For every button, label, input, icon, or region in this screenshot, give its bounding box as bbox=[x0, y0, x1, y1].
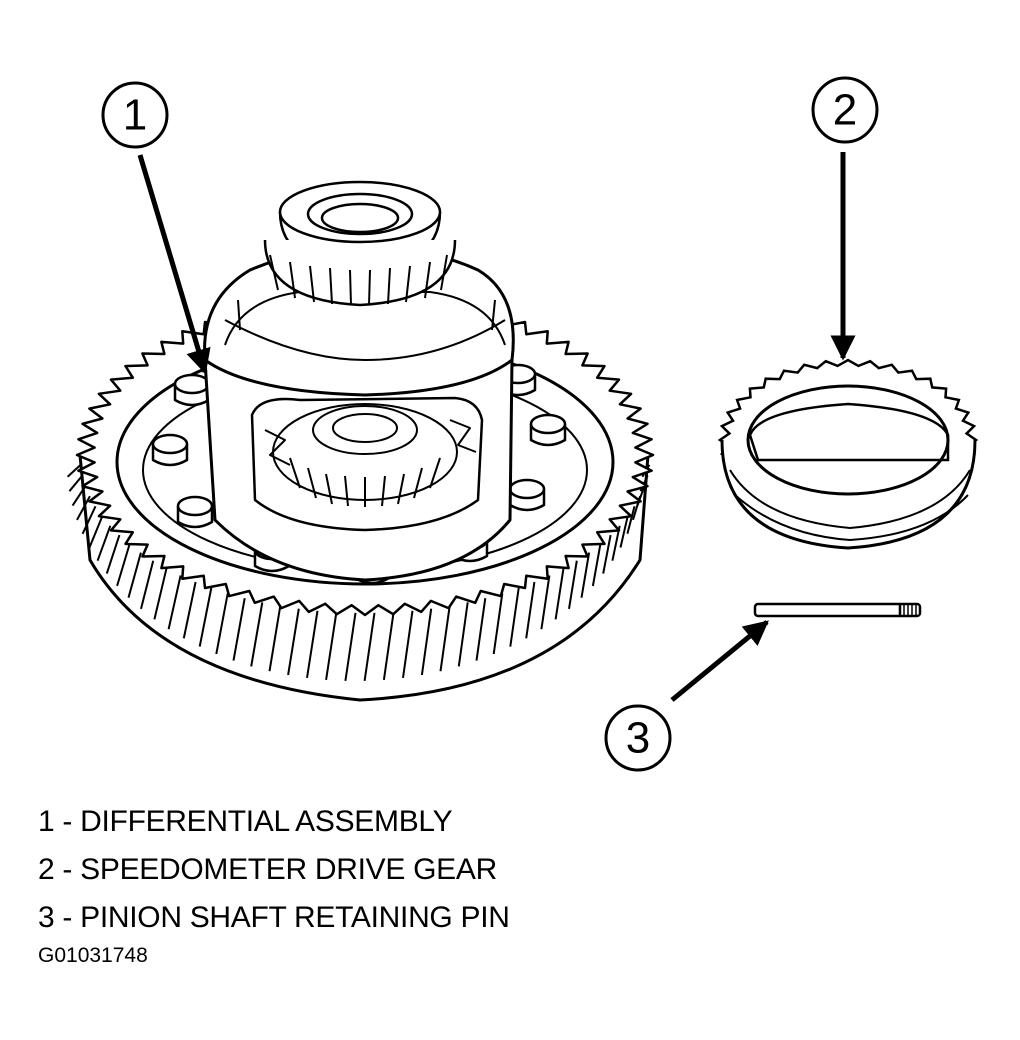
legend-item-2: 2 - SPEEDOMETER DRIVE GEAR bbox=[38, 853, 497, 886]
leader-arrow-3 bbox=[670, 620, 769, 702]
side-gear bbox=[264, 403, 477, 507]
speedometer-drive-gear-illustration bbox=[717, 358, 979, 550]
ring-gear-helical-teeth bbox=[66, 464, 651, 682]
flange-bolt bbox=[508, 478, 546, 512]
parts-legend: 1 - DIFFERENTIAL ASSEMBLY 2 - SPEEDOMETE… bbox=[38, 798, 510, 942]
leader-arrows bbox=[137, 152, 856, 702]
carrier-bearing bbox=[263, 180, 457, 307]
flange-bolt bbox=[173, 373, 211, 407]
retaining-pin-illustration bbox=[753, 602, 922, 618]
flange-bolt bbox=[176, 495, 214, 529]
callout-1: 1 bbox=[101, 81, 169, 149]
callout-number-1: 1 bbox=[123, 91, 147, 140]
callout-number-3: 3 bbox=[626, 714, 650, 763]
callout-2: 2 bbox=[811, 76, 879, 144]
callout-number-2: 2 bbox=[833, 86, 857, 135]
differential-assembly-illustration bbox=[66, 180, 655, 702]
figure-id: G01031748 bbox=[38, 944, 148, 967]
callout-3: 3 bbox=[604, 704, 672, 772]
flange-bolt bbox=[151, 433, 189, 467]
legend-item-1: 1 - DIFFERENTIAL ASSEMBLY bbox=[38, 805, 453, 838]
leader-arrow-1 bbox=[137, 154, 211, 375]
legend-item-3: 3 - PINION SHAFT RETAINING PIN bbox=[38, 901, 510, 934]
flange-bolt bbox=[529, 413, 567, 447]
